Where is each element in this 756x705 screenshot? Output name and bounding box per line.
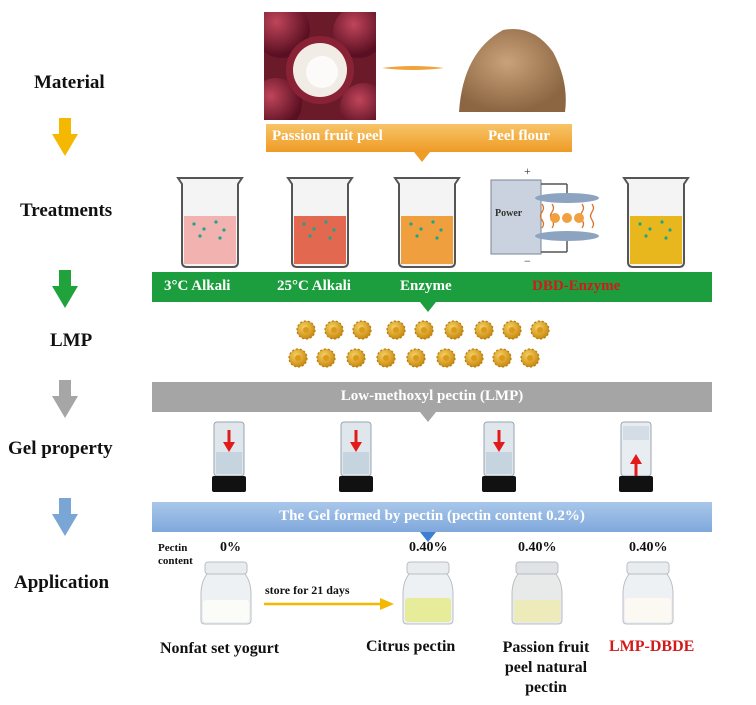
- yogurt-jar-control: [200, 561, 252, 625]
- material-band-left: Passion fruit peel: [272, 128, 383, 144]
- passion-fruit-image: [264, 12, 376, 120]
- beaker-25c-alkali: [286, 177, 354, 268]
- label-lmp-dbde: LMP-DBDE: [609, 638, 695, 655]
- percent-0: 0%: [220, 540, 241, 555]
- label-nonfat-yogurt: Nonfat set yogurt: [160, 640, 280, 657]
- label-citrus-pectin: Citrus pectin: [366, 638, 456, 655]
- stage-treatments: Treatments: [20, 200, 113, 221]
- material-band: Passion fruit peel Peel flour: [266, 124, 572, 152]
- treatment-25c-alkali: 25°C Alkali: [277, 278, 351, 294]
- down-arrow-icon: [52, 498, 78, 536]
- band-pointer: [414, 152, 430, 162]
- gel-vial-1: [212, 421, 246, 492]
- beaker-enzyme: [393, 177, 461, 268]
- beaker-3c-alkali: [176, 177, 244, 268]
- down-arrow-icon: [52, 270, 78, 308]
- stage-application: Application: [14, 572, 110, 593]
- gel-vial-2: [339, 421, 373, 492]
- treatment-dbd-enzyme: DBD-Enzyme: [532, 278, 621, 294]
- down-arrow-icon: [52, 380, 78, 418]
- percent-lmp-dbde: 0.40%: [629, 540, 668, 555]
- gel-band-label: The Gel formed by pectin (pectin content…: [279, 508, 585, 524]
- store-label: store for 21 days: [265, 583, 350, 597]
- treatment-band: 3°C Alkali 25°C Alkali Enzyme DBD-Enzyme: [152, 272, 712, 302]
- connector-line: [382, 66, 444, 70]
- gel-band: The Gel formed by pectin (pectin content…: [152, 502, 712, 532]
- material-band-right: Peel flour: [488, 128, 551, 144]
- band-pointer: [420, 532, 436, 542]
- gel-vial-3: [482, 421, 516, 492]
- lmp-band-label: Low-methoxyl pectin (LMP): [340, 388, 524, 404]
- store-arrow-icon: [264, 598, 394, 610]
- label-passion-pectin: Passion fruit peel natural pectin: [502, 639, 590, 696]
- pectin-content-label: Pectin content: [158, 542, 193, 567]
- treatment-enzyme: Enzyme: [400, 278, 452, 294]
- down-arrow-icon: [52, 118, 78, 156]
- dbd-device-diagram: [490, 179, 599, 255]
- power-label: Power: [495, 208, 523, 219]
- yogurt-jar-citrus: [402, 561, 454, 625]
- percent-passion: 0.40%: [518, 540, 557, 555]
- yogurt-jar-lmp-dbde: [622, 561, 674, 625]
- band-pointer: [420, 302, 436, 312]
- stage-gel-property: Gel property: [8, 438, 113, 459]
- gel-vial-4: [619, 421, 653, 492]
- dbd-device: Power + −: [487, 164, 607, 270]
- band-pointer: [420, 412, 436, 422]
- beaker-dbd-enzyme: [622, 177, 690, 268]
- minus-icon: −: [524, 254, 531, 268]
- percent-citrus: 0.40%: [409, 540, 448, 555]
- treatment-3c-alkali: 3°C Alkali: [164, 278, 231, 294]
- peel-flour-image: [459, 28, 566, 112]
- lmp-band: Low-methoxyl pectin (LMP): [152, 382, 712, 412]
- stage-material: Material: [34, 72, 105, 93]
- lmp-granules: [288, 320, 550, 368]
- stage-lmp: LMP: [50, 330, 93, 351]
- yogurt-jar-passion: [511, 561, 563, 625]
- plus-icon: +: [524, 164, 531, 178]
